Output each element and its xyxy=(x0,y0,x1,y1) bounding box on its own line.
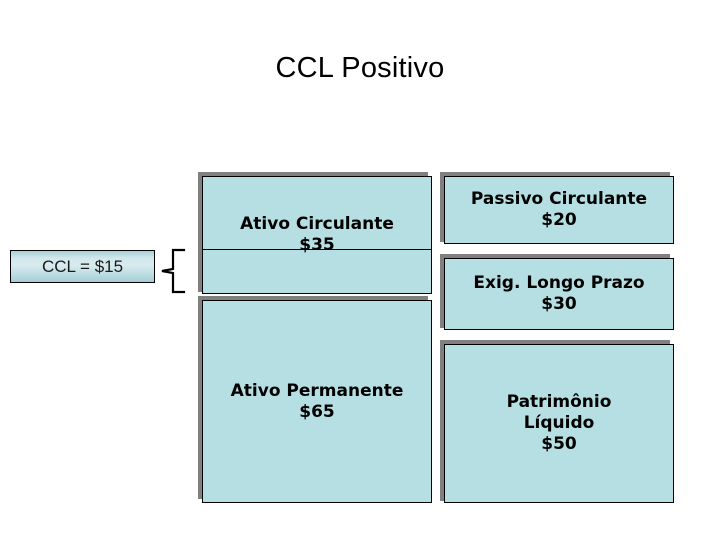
box-patrimonio-liquido-label: Patrimônio Líquido $50 xyxy=(506,392,612,454)
curly-brace-icon xyxy=(160,248,186,294)
box-ativo-permanente-label: Ativo Permanente $65 xyxy=(230,380,404,422)
ccl-value-box: CCL = $15 xyxy=(10,250,155,283)
box-ativo-circulante-label: Ativo Circulante $35 xyxy=(240,214,394,255)
ativo-circulante-divider xyxy=(203,249,431,250)
box-passivo-circulante[interactable]: Passivo Circulante $20 xyxy=(444,176,674,244)
box-ativo-circulante[interactable]: Ativo Circulante $35 xyxy=(202,176,432,294)
box-passivo-circulante-label: Passivo Circulante $20 xyxy=(470,189,648,230)
box-exigivel-longo-prazo[interactable]: Exig. Longo Prazo $30 xyxy=(444,258,674,330)
page-title: CCL Positivo xyxy=(275,52,445,84)
box-exigivel-longo-prazo-label: Exig. Longo Prazo $30 xyxy=(473,273,645,314)
ccl-value-label: CCL = $15 xyxy=(41,256,124,276)
box-patrimonio-liquido[interactable]: Patrimônio Líquido $50 xyxy=(444,344,674,503)
box-ativo-permanente[interactable]: Ativo Permanente $65 xyxy=(202,300,432,503)
